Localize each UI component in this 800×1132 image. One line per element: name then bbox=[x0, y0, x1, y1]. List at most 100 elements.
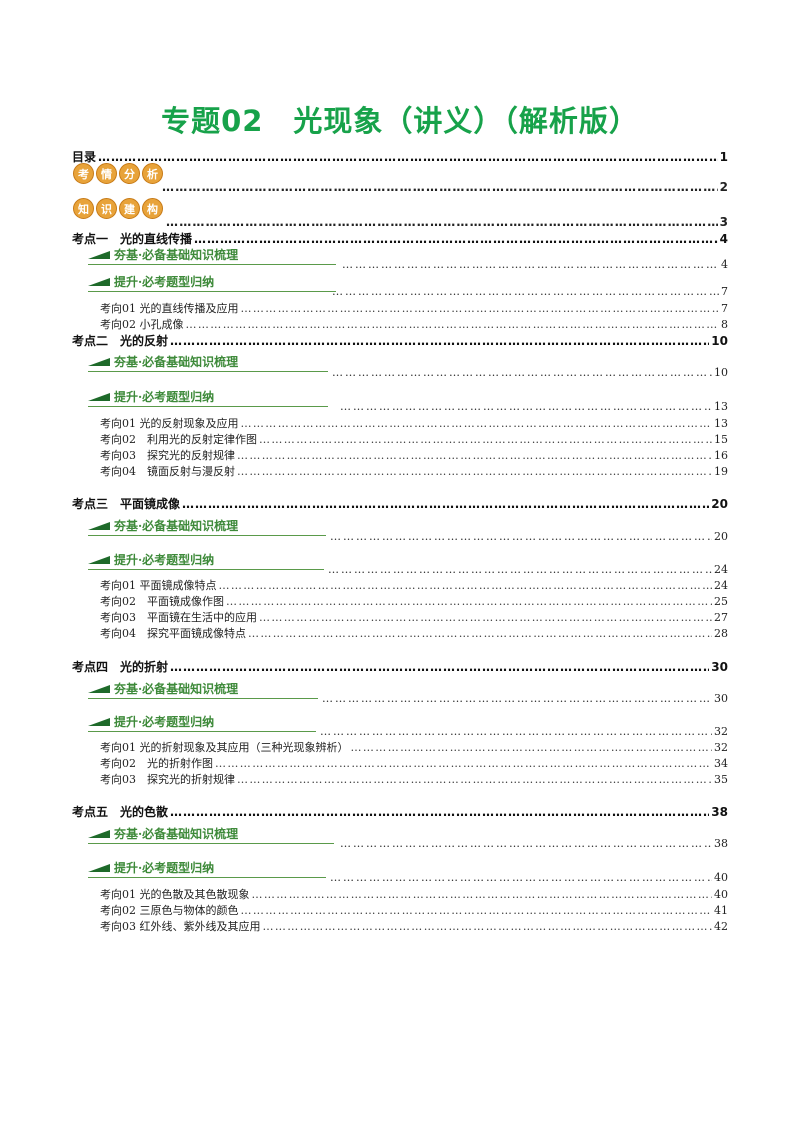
toc-entry-contents[interactable]: 目录……………………………………………………………………………………………………… bbox=[72, 148, 728, 164]
toc-subitem[interactable]: 考向01 光的折射现象及其应用（三种光现象辨析）…………………………………………… bbox=[100, 739, 728, 754]
leader-dots: …………………………………………………………………………………………………………… bbox=[194, 232, 718, 246]
toc-subitem[interactable]: 考向02 平面镜成像作图…………………………………………………………………………… bbox=[100, 593, 728, 608]
toc-entry-knowledge-structure-page: 3 bbox=[719, 215, 728, 229]
leader-dots: …………………………………………………………………………………………………………… bbox=[332, 366, 712, 379]
toc-section-3-page: 20 bbox=[711, 497, 728, 511]
toc-subitem[interactable]: 考向01 光的反射现象及应用……………………………………………………………………… bbox=[100, 415, 728, 430]
leader-dots: …………………………………………………………………………………………………………… bbox=[166, 216, 718, 229]
toc-entry-question-types-page: 32 bbox=[714, 725, 728, 738]
toc-entry-base-knowledge[interactable]: …………………………………………………………………………………………………………… bbox=[342, 257, 728, 271]
toc-section-3-label: 考点三 平面镜成像 bbox=[72, 497, 181, 511]
toc-subitem-page: 42 bbox=[714, 920, 728, 933]
banner-triangle-icon bbox=[88, 556, 110, 564]
toc-entry-question-types-page: 7 bbox=[721, 285, 728, 298]
toc-entry-contents-page: 1 bbox=[719, 150, 728, 164]
toc-section-1-label: 考点一 光的直线传播 bbox=[72, 232, 193, 246]
toc-subitem-page: 8 bbox=[721, 318, 728, 331]
leader-dots: …………………………………………………………………………………………………………… bbox=[240, 904, 713, 917]
banner-base-knowledge: 夯基·必备基础知识梳理 bbox=[88, 246, 336, 265]
badge-circle: 建 bbox=[119, 198, 140, 219]
banner-base-knowledge-label: 夯基·必备基础知识梳理 bbox=[114, 354, 239, 369]
toc-entry-base-knowledge-page: 20 bbox=[714, 530, 728, 543]
banner-question-types-label: 提升·必考题型归纳 bbox=[114, 274, 215, 289]
leader-dots: …………………………………………………………………………………………………………… bbox=[259, 611, 712, 624]
toc-subitem[interactable]: 考向01 光的色散及其色散现象…………………………………………………………………… bbox=[100, 886, 728, 901]
badge-circle: 构 bbox=[142, 198, 163, 219]
toc-subitem-label: 考向01 光的色散及其色散现象 bbox=[100, 888, 250, 901]
banner-base-knowledge-label: 夯基·必备基础知识梳理 bbox=[114, 247, 239, 262]
toc-entry-base-knowledge[interactable]: …………………………………………………………………………………………………………… bbox=[322, 691, 728, 705]
leader-dots: …………………………………………………………………………………………………………… bbox=[240, 417, 713, 430]
banner-underline bbox=[88, 371, 328, 372]
toc-subitem[interactable]: 考向03 平面镜在生活中的应用…………………………………………………………………… bbox=[100, 609, 728, 624]
leader-dots: …………………………………………………………………………………………………………… bbox=[98, 150, 718, 164]
leader-dots: …………………………………………………………………………………………………………… bbox=[170, 805, 710, 819]
toc-subitem-label: 考向02 平面镜成像作图 bbox=[100, 595, 224, 608]
banner-question-types: 提升·必考题型归纳 bbox=[88, 551, 324, 570]
badge-circle: 知 bbox=[73, 198, 94, 219]
banner-base-knowledge: 夯基·必备基础知识梳理 bbox=[88, 517, 326, 536]
banner-triangle-icon bbox=[88, 522, 110, 530]
banner-question-types-label: 提升·必考题型归纳 bbox=[114, 389, 215, 404]
toc-subitem-label: 考向03 探究光的折射规律 bbox=[100, 773, 235, 786]
toc-section-5-page: 38 bbox=[711, 805, 728, 819]
banner-question-types: 提升·必考题型归纳 bbox=[88, 713, 316, 732]
toc-subitem[interactable]: 考向03 探究光的反射规律………………………………………………………………………… bbox=[100, 447, 728, 462]
toc-section-1[interactable]: 考点一 光的直线传播………………………………………………………………………………… bbox=[72, 230, 728, 246]
toc-subitem[interactable]: 考向03 探究光的折射规律………………………………………………………………………… bbox=[100, 771, 728, 786]
leader-dots: …………………………………………………………………………………………………………… bbox=[320, 725, 712, 738]
leader-dots: …………………………………………………………………………………………………………… bbox=[259, 433, 712, 446]
toc-entry-question-types[interactable]: …………………………………………………………………………………………………………… bbox=[332, 284, 728, 298]
toc-subitem-label: 考向02 光的折射作图 bbox=[100, 757, 213, 770]
toc-subitem[interactable]: 考向04 探究平面镜成像特点……………………………………………………………………… bbox=[100, 625, 728, 640]
toc-entry-question-types[interactable]: …………………………………………………………………………………………………………… bbox=[340, 399, 728, 413]
toc-section-4[interactable]: 考点四 光的折射……………………………………………………………………………………… bbox=[72, 658, 728, 674]
badge-knowledge-structure: 知识建构 bbox=[73, 198, 163, 219]
toc-section-3[interactable]: 考点三 平面镜成像…………………………………………………………………………………… bbox=[72, 495, 728, 511]
banner-question-types: 提升·必考题型归纳 bbox=[88, 388, 328, 407]
toc-section-2[interactable]: 考点二 光的反射……………………………………………………………………………………… bbox=[72, 332, 728, 348]
toc-section-5[interactable]: 考点五 光的色散……………………………………………………………………………………… bbox=[72, 803, 728, 819]
banner-triangle-icon bbox=[88, 718, 110, 726]
banner-base-knowledge: 夯基·必备基础知识梳理 bbox=[88, 353, 328, 372]
toc-entry-base-knowledge-page: 30 bbox=[714, 692, 728, 705]
toc-entry-exam-analysis[interactable]: …………………………………………………………………………………………………………… bbox=[162, 180, 728, 194]
leader-dots: …………………………………………………………………………………………………………… bbox=[237, 465, 712, 478]
toc-subitem[interactable]: 考向01 平面镜成像特点…………………………………………………………………………… bbox=[100, 577, 728, 592]
toc-entry-question-types[interactable]: …………………………………………………………………………………………………………… bbox=[320, 724, 728, 738]
leader-dots: …………………………………………………………………………………………………………… bbox=[350, 741, 713, 754]
toc-entry-base-knowledge[interactable]: …………………………………………………………………………………………………………… bbox=[330, 529, 728, 543]
toc-subitem[interactable]: 考向02 小孔成像…………………………………………………………………………………… bbox=[100, 316, 728, 331]
toc-subitem[interactable]: 考向03 红外线、紫外线及其应用………………………………………………………………… bbox=[100, 918, 728, 933]
toc-entry-knowledge-structure[interactable]: …………………………………………………………………………………………………………… bbox=[166, 215, 728, 229]
toc-entry-question-types[interactable]: …………………………………………………………………………………………………………… bbox=[328, 562, 728, 576]
banner-triangle-icon bbox=[88, 864, 110, 872]
banner-underline bbox=[88, 535, 326, 536]
toc-section-4-page: 30 bbox=[711, 660, 728, 674]
toc-subitem-label: 考向04 探究平面镜成像特点 bbox=[100, 627, 246, 640]
toc-entry-question-types[interactable]: …………………………………………………………………………………………………………… bbox=[330, 870, 728, 884]
toc-subitem-label: 考向03 平面镜在生活中的应用 bbox=[100, 611, 257, 624]
toc-subitem-label: 考向04 镜面反射与漫反射 bbox=[100, 465, 235, 478]
toc-subitem-page: 41 bbox=[714, 904, 728, 917]
toc-subitem[interactable]: 考向02 光的折射作图……………………………………………………………………………… bbox=[100, 755, 728, 770]
toc-subitem-page: 25 bbox=[714, 595, 728, 608]
toc-entry-base-knowledge[interactable]: …………………………………………………………………………………………………………… bbox=[332, 365, 728, 379]
toc-entry-base-knowledge[interactable]: …………………………………………………………………………………………………………… bbox=[340, 836, 728, 850]
banner-underline bbox=[88, 877, 326, 878]
badge-circle: 情 bbox=[96, 163, 117, 184]
banner-underline bbox=[88, 406, 328, 407]
toc-subitem[interactable]: 考向04 镜面反射与漫反射………………………………………………………………………… bbox=[100, 463, 728, 478]
toc-subitem-label: 考向01 光的反射现象及应用 bbox=[100, 417, 239, 430]
toc-entry-base-knowledge-page: 4 bbox=[721, 258, 728, 271]
leader-dots: …………………………………………………………………………………………………………… bbox=[215, 757, 712, 770]
badge-circle: 识 bbox=[96, 198, 117, 219]
toc-entry-question-types-page: 24 bbox=[714, 563, 728, 576]
banner-triangle-icon bbox=[88, 685, 110, 693]
toc-subitem[interactable]: 考向02 利用光的反射定律作图…………………………………………………………………… bbox=[100, 431, 728, 446]
toc-subitem[interactable]: 考向01 光的直线传播及应用……………………………………………………………………… bbox=[100, 300, 728, 315]
toc-subitem[interactable]: 考向02 三原色与物体的颜色……………………………………………………………………… bbox=[100, 902, 728, 917]
leader-dots: …………………………………………………………………………………………………………… bbox=[170, 660, 710, 674]
banner-base-knowledge: 夯基·必备基础知识梳理 bbox=[88, 825, 334, 844]
